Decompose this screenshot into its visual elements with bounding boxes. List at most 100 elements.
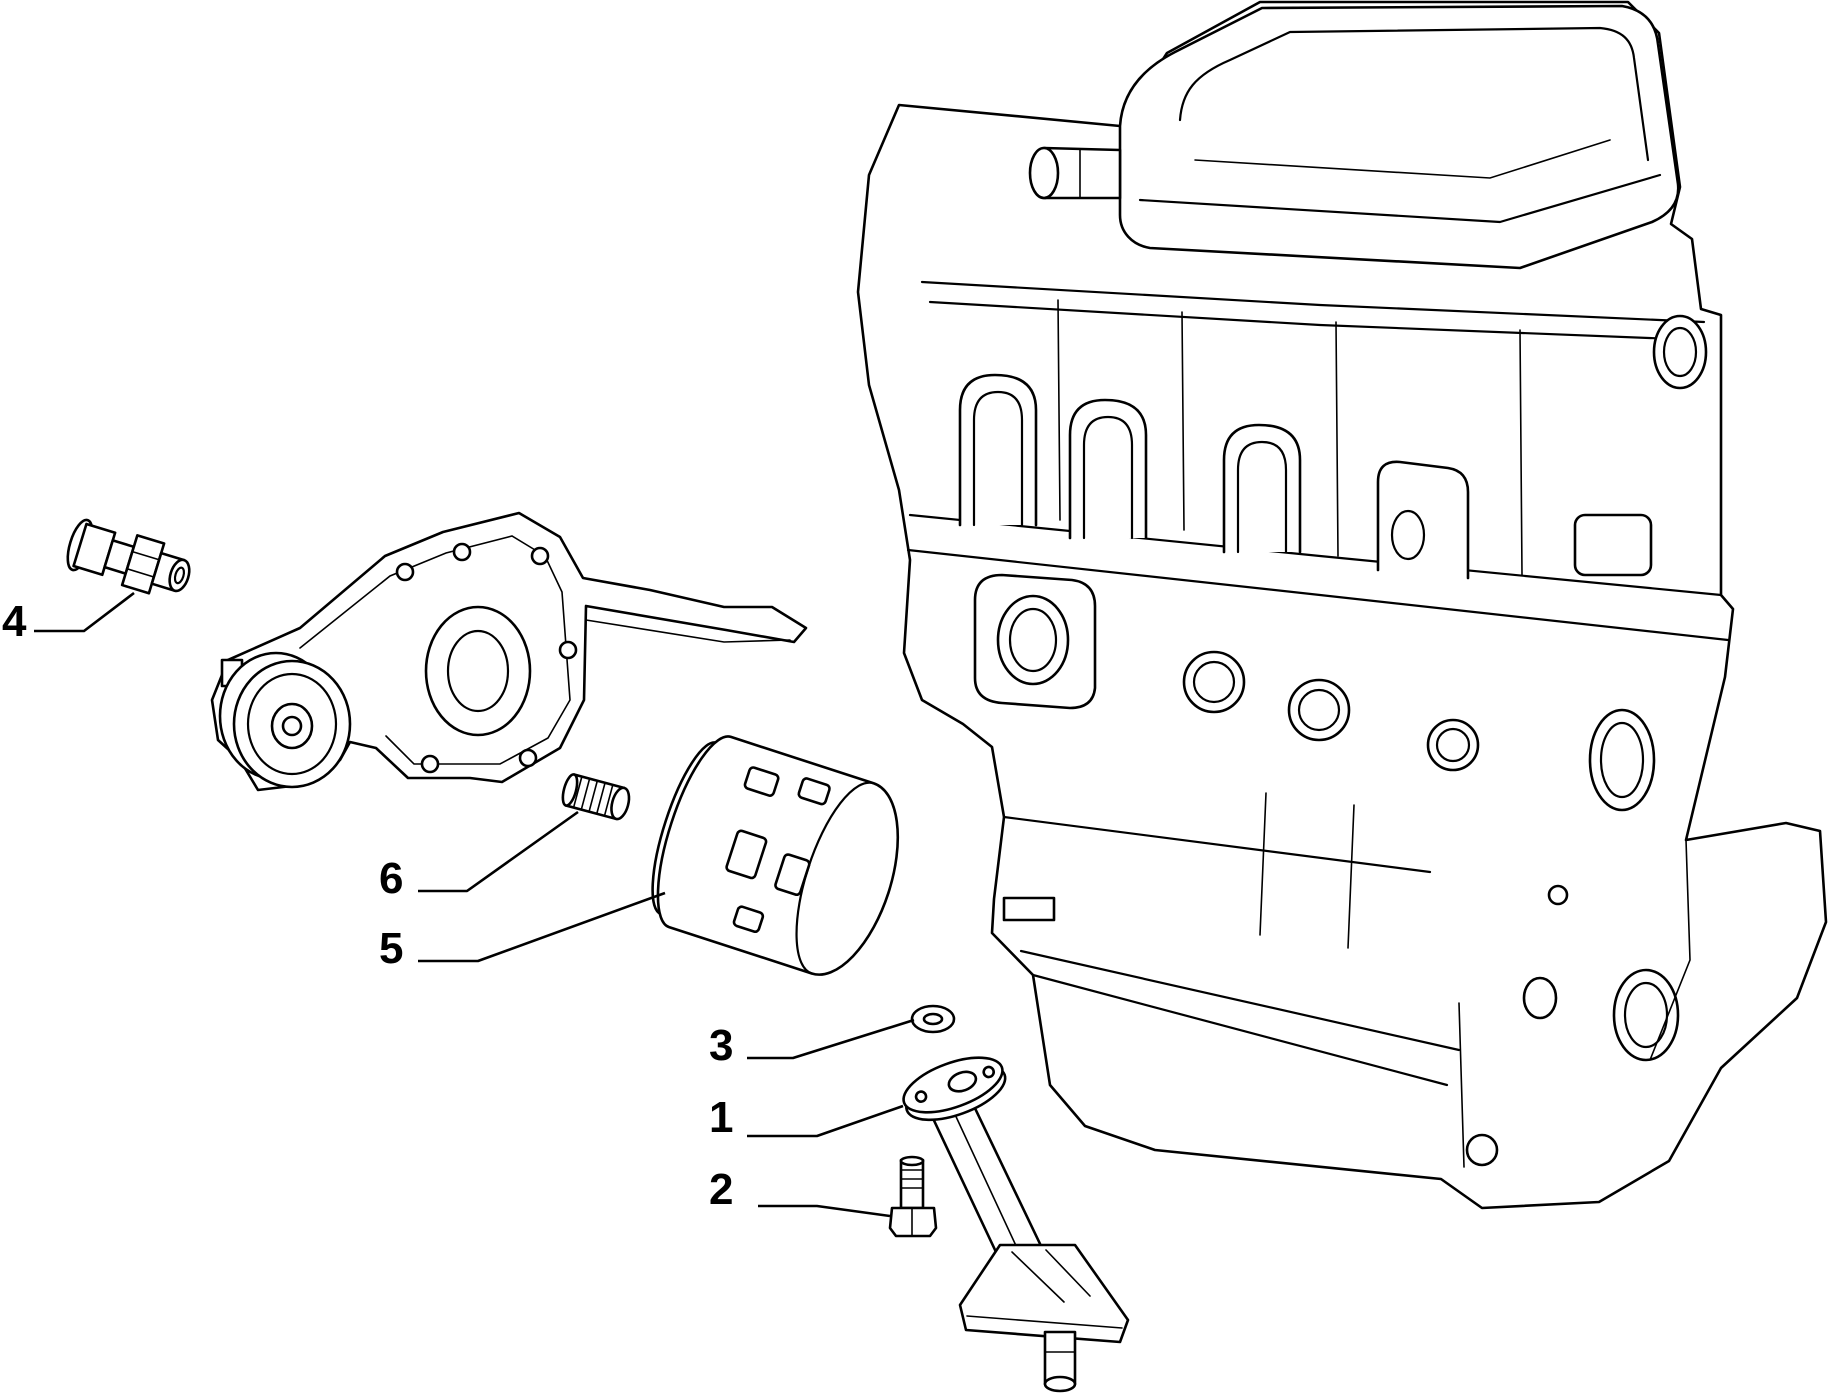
engine-block	[856, 0, 1828, 1210]
plug-front-end	[610, 786, 631, 821]
port-pad-hole	[1390, 509, 1426, 561]
core-plug-inner	[1008, 607, 1058, 673]
core-plug-outer	[1588, 708, 1656, 812]
port-pad-3	[1222, 423, 1302, 554]
core-plug-2	[1182, 650, 1246, 714]
bolt-tip	[899, 1155, 925, 1167]
port-pad-outline	[1068, 398, 1148, 540]
core-plug-inner	[1623, 981, 1669, 1049]
block-lower-edge	[1002, 815, 1432, 874]
valve-cover-panel-line	[1194, 139, 1611, 179]
core-plug-inner	[1297, 688, 1341, 732]
pump-bolt-hole-3	[530, 546, 550, 566]
pump-bolt-hole-2	[452, 542, 472, 562]
washer-hole	[922, 1012, 944, 1026]
valve-cover-ridge	[1178, 26, 1650, 162]
port-pad-inner	[972, 390, 1024, 527]
block-lug	[1002, 896, 1056, 922]
port-pad-outline	[1222, 423, 1302, 554]
filter-grip-notch-3	[725, 829, 768, 880]
bolt-shank	[899, 1158, 925, 1210]
filter-canister	[656, 735, 900, 976]
cylinder-head-top-edge	[920, 280, 1706, 324]
filter-grip-notch-2	[797, 777, 831, 806]
leader-line-2	[758, 1204, 891, 1218]
bolt-hex-head	[888, 1206, 938, 1238]
oil-filler-cap	[1028, 146, 1060, 200]
side-window	[1573, 513, 1653, 577]
flange-edge	[1649, 839, 1691, 1061]
mount-bolt	[1465, 1133, 1499, 1167]
block-deck-line	[906, 548, 1730, 642]
callout-6: 6	[379, 810, 579, 903]
drive-pulley	[218, 651, 352, 789]
filter-grip-notch-4	[774, 853, 811, 897]
callout-1: 1	[709, 1093, 904, 1142]
core-plug-3	[1287, 678, 1351, 742]
head-plug	[1652, 314, 1708, 390]
switch-hex-flats	[126, 550, 160, 578]
threaded-plug	[561, 773, 631, 821]
pulley-ring	[246, 672, 338, 776]
callout-label-1: 1	[709, 1093, 733, 1142]
pump-bolt-hole-4	[558, 640, 578, 660]
callout-label-2: 2	[709, 1165, 733, 1214]
oil-pump-gasket	[299, 535, 791, 765]
port-pad-outline	[1376, 460, 1470, 580]
leader-line-6	[418, 810, 579, 893]
sealing-washer	[910, 1004, 956, 1034]
sump-rail-upper	[1019, 949, 1461, 1052]
plug-back-end	[561, 773, 579, 807]
port-pad-inner	[1236, 440, 1288, 554]
head-rib-2	[1181, 311, 1185, 531]
switch-thread-end	[168, 558, 191, 593]
core-plug-inner	[1599, 721, 1645, 799]
leader-line-5	[418, 891, 666, 963]
flange-bolt-hole-1	[914, 1090, 928, 1103]
sump-edge	[1458, 1002, 1465, 1168]
pickup-flange	[902, 1056, 1007, 1122]
pickup-tube-highlight	[951, 1107, 1019, 1251]
rotor-inner	[446, 629, 510, 713]
plug-threads	[572, 775, 614, 817]
head-plug-outer	[1652, 314, 1708, 390]
port-pad-4	[1376, 460, 1470, 580]
core-plug-6	[1612, 968, 1680, 1062]
pump-bolt-hole-1	[395, 562, 415, 582]
oil-filler-neck	[1028, 146, 1122, 200]
callout-4: 4	[2, 591, 135, 646]
flange-bolt	[888, 1155, 938, 1238]
port-pad-inner	[1082, 415, 1134, 540]
head-plug-inner	[1662, 326, 1698, 378]
oil-filter	[651, 735, 900, 976]
core-plug-1	[996, 594, 1070, 686]
pickup-strainer-housing	[958, 1243, 1130, 1344]
core-plug-5	[1588, 708, 1656, 812]
head-gasket-line	[908, 513, 1723, 597]
core-plug-inner	[1435, 727, 1471, 763]
block-rib-1	[1259, 792, 1267, 936]
bolt-threads	[900, 1169, 924, 1189]
filter-grip-notch-5	[732, 905, 765, 934]
head-rib-3	[1335, 321, 1339, 557]
core-plug-outer	[1287, 678, 1351, 742]
filter-grip-notch-1	[743, 766, 780, 797]
callout-3: 3	[709, 1018, 915, 1070]
small-boss	[1522, 976, 1558, 1020]
pump-bolt-hole-5	[518, 748, 538, 768]
flange-bolt-hole-2	[982, 1065, 996, 1079]
core-plug-4	[1426, 718, 1480, 772]
pickup-outlet-end	[1043, 1375, 1077, 1393]
port-pad-2	[1068, 398, 1148, 540]
port-pad-outline	[958, 373, 1038, 527]
leader-line-1	[747, 1104, 904, 1138]
pump-bolt-hole-6	[420, 754, 440, 774]
pulley-center-hole	[281, 715, 303, 737]
oil-pickup	[902, 1056, 1130, 1393]
head-rib-1	[1057, 299, 1061, 521]
pickup-tube	[928, 1100, 1044, 1254]
switch-port	[173, 566, 186, 585]
port-pad-1	[958, 373, 1038, 527]
oil-pressure-switch	[66, 518, 191, 595]
callout-label-4: 4	[2, 597, 27, 646]
